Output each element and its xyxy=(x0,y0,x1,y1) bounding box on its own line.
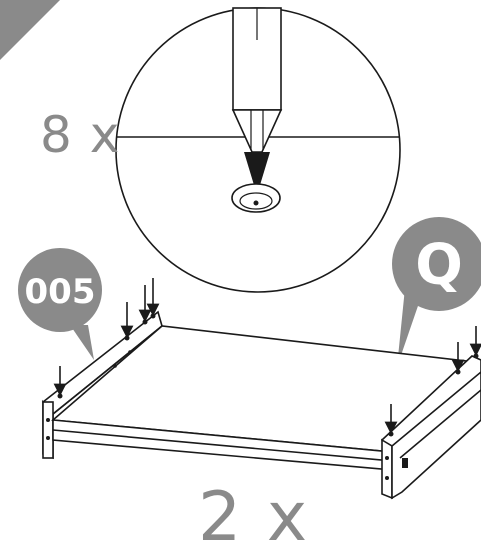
assembly-count-label: 2 x xyxy=(198,478,309,550)
detail-count-label: 8 x xyxy=(40,106,120,164)
frame-assembly xyxy=(41,310,481,500)
detail-circle xyxy=(115,7,401,293)
hole-icon xyxy=(231,183,281,213)
badge-part-q: Q xyxy=(392,217,481,367)
badge-005-label: 005 xyxy=(25,272,96,312)
pencil-icon xyxy=(231,7,283,195)
insertion-arrows xyxy=(53,278,481,435)
badge-part-005: 005 xyxy=(18,248,102,360)
corner-triangle xyxy=(0,0,60,60)
badge-q-label: Q xyxy=(415,233,463,298)
